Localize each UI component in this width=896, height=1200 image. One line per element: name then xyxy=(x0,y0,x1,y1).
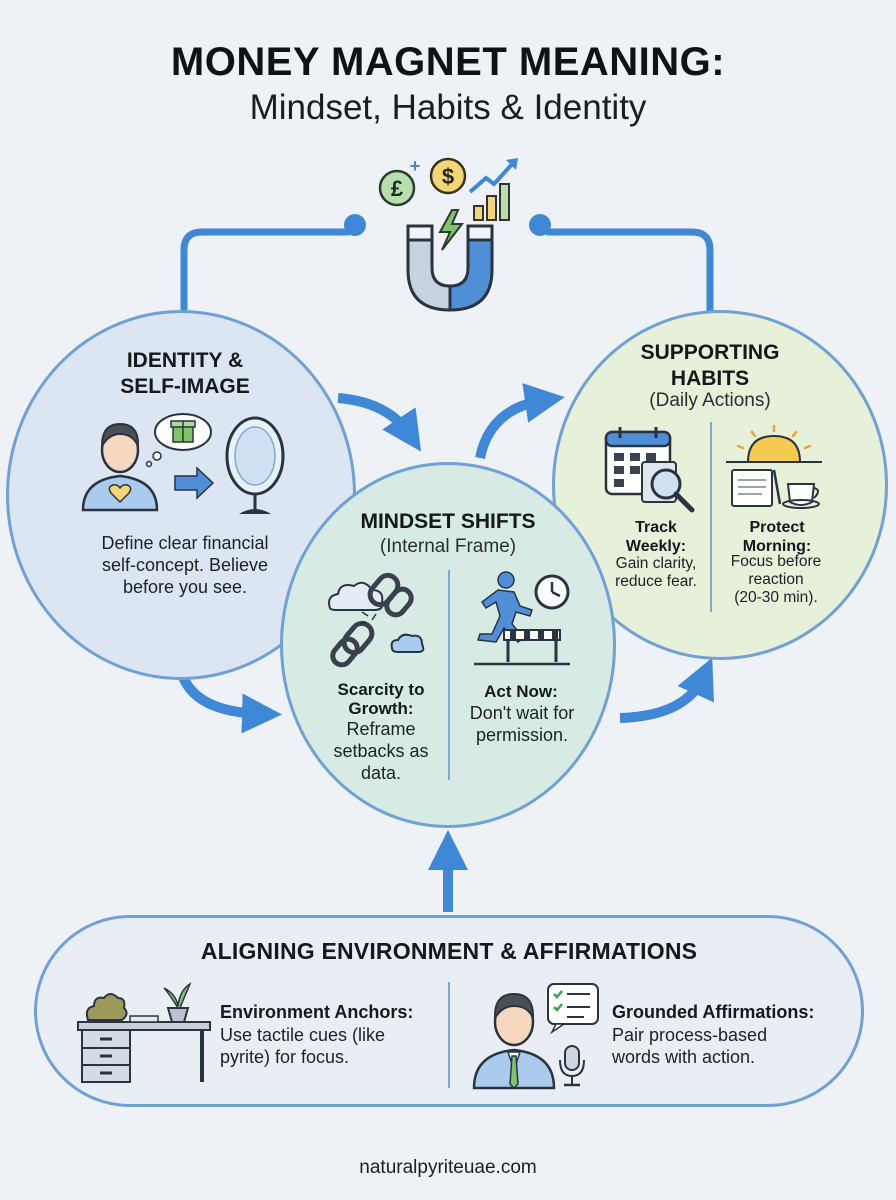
identity-title: IDENTITY & SELF-IMAGE xyxy=(70,348,300,400)
mindset-right-label: Act Now: xyxy=(484,682,558,701)
dollar-coin-icon xyxy=(429,157,467,195)
habits-left-text: Gain clarity, reduce fear. xyxy=(615,555,697,590)
mirror-icon xyxy=(225,416,285,514)
broken-chain-cloud-icon xyxy=(328,572,425,668)
mindset-subtitle: (Internal Frame) xyxy=(379,536,517,557)
sunrise-notebook-coffee-icon xyxy=(726,424,822,509)
arrow-mindset-to-habits xyxy=(475,383,565,460)
footer-url: naturalpyriteuae.com xyxy=(359,1157,537,1178)
arrow-identity-to-mindset xyxy=(337,393,422,452)
identity-title-line1: IDENTITY & xyxy=(126,349,244,372)
businessman-icon xyxy=(472,992,556,1090)
top-left-connector xyxy=(180,228,352,316)
habits-right-label: Protect Morning: xyxy=(742,519,812,555)
growth-chart-icon xyxy=(468,158,518,221)
habits-right-text: Focus before reaction (20-30 min). xyxy=(730,553,822,606)
svg-text:$: $ xyxy=(442,164,454,189)
environment-title: ALIGNING ENVIRONMENT & AFFIRMATIONS xyxy=(200,938,698,964)
habits-title-line1: SUPPORTING xyxy=(640,341,780,364)
thought-bubble-gift-icon xyxy=(145,413,212,468)
environment-right-text: Pair process-based words with action. xyxy=(612,1025,768,1067)
small-cloud-icon xyxy=(390,633,425,653)
runner-clock-hurdle-icon xyxy=(474,571,570,666)
top-left-node xyxy=(344,214,366,236)
checklist-bubble-icon xyxy=(547,983,599,1035)
page-title: MONEY MAGNET MEANING: xyxy=(170,40,726,84)
money-magnet-icon: £ + $ xyxy=(378,156,518,312)
environment-left-text: Use tactile cues (like pyrite) for focus… xyxy=(220,1025,386,1067)
lightning-icon xyxy=(438,209,465,251)
arrow-right-icon xyxy=(174,466,215,500)
magnet-icon xyxy=(406,224,494,312)
identity-illustration xyxy=(81,413,285,514)
svg-text:£: £ xyxy=(391,176,404,201)
environment-right-label: Grounded Affirmations: xyxy=(612,1002,815,1022)
environment-left-label: Environment Anchors: xyxy=(220,1002,414,1022)
calendar-magnifier-icon xyxy=(604,427,695,513)
svg-text:+: + xyxy=(410,156,421,176)
top-right-connector xyxy=(544,228,714,316)
plant-icon xyxy=(163,982,192,1023)
habits-left-label: Track Weekly: xyxy=(625,519,687,555)
microphone-icon xyxy=(559,1045,585,1087)
pound-coin-icon xyxy=(378,169,416,207)
runner-icon xyxy=(476,571,533,643)
identity-title-line2: SELF-IMAGE xyxy=(120,375,250,398)
person-icon xyxy=(81,422,159,512)
identity-description: Define clear financial self-concept. Bel… xyxy=(101,533,269,597)
speaker-checklist-mic-icon xyxy=(472,983,599,1090)
mindset-left-label: Scarcity to Growth: xyxy=(337,680,425,718)
habits-subtitle: (Daily Actions) xyxy=(649,390,771,411)
pyrite-icon xyxy=(85,993,128,1021)
mindset-title: MINDSET SHIFTS xyxy=(360,510,536,533)
arrow-lower-right xyxy=(619,657,715,723)
clock-icon xyxy=(534,574,570,610)
mindset-left-text: Reframe setbacks as data. xyxy=(333,719,429,783)
environment-divider xyxy=(448,982,450,1088)
page-subtitle: Mindset, Habits & Identity xyxy=(249,88,647,127)
habits-divider xyxy=(710,422,712,612)
habits-title-line2: HABITS xyxy=(670,367,750,390)
hurdle-icon xyxy=(474,629,570,666)
mindset-right-text: Don't wait for permission. xyxy=(469,703,575,745)
heart-icon xyxy=(108,484,132,504)
mindset-divider xyxy=(448,570,450,780)
desk-pyrite-plant-icon xyxy=(77,982,211,1083)
habits-title: SUPPORTING HABITS xyxy=(600,340,820,392)
top-right-node xyxy=(529,214,551,236)
